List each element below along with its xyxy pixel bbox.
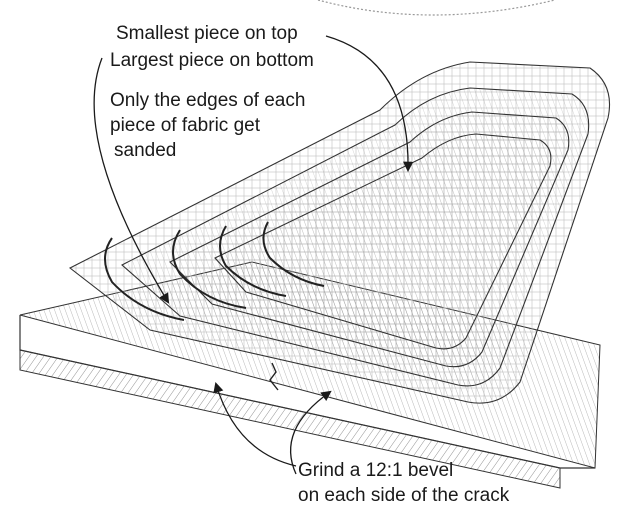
arrow-bevel-left — [213, 382, 297, 467]
label-bevel-line1: Grind a 12:1 bevel — [298, 460, 454, 481]
label-sanding-line3: sanded — [114, 140, 177, 161]
arrow-largest-piece — [93, 57, 170, 304]
label-sanding-line2: piece of fabric get — [110, 115, 260, 136]
label-largest-on-bottom: Largest piece on bottom — [110, 50, 314, 71]
crack-line — [269, 362, 279, 391]
background-oval-edge — [317, 0, 556, 16]
peeled-fabric-edges — [104, 221, 325, 321]
label-smallest-on-top: Smallest piece on top — [116, 23, 298, 44]
fabric-layer-smallest — [214, 133, 552, 350]
arrow-stack-order — [325, 35, 414, 173]
arrow-bevel-right — [289, 390, 332, 475]
label-sanding-line1: Only the edges of each — [110, 90, 306, 111]
label-bevel-line2: on each side of the crack — [298, 485, 510, 506]
